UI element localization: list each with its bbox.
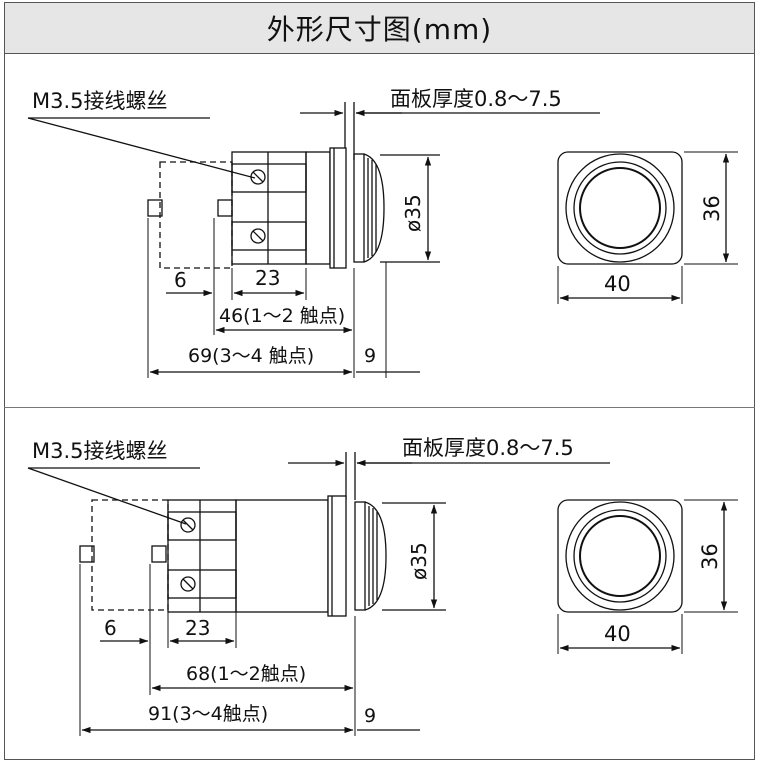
switch-side-view: [79, 495, 387, 617]
screw-head-top: [180, 517, 196, 533]
dim-height: 36: [700, 195, 724, 222]
panel-2: M3.5接线螺丝 面板厚度0.8～7.5: [27, 436, 738, 736]
dim-contacts-12: 46(1～2 触点): [219, 305, 345, 327]
title-text: 外形尺寸图(mm): [266, 13, 493, 46]
screw-label: M3.5接线螺丝: [32, 89, 168, 113]
dim-23: 23: [185, 616, 210, 640]
switch-front-view: [557, 151, 683, 265]
dim-contacts-34: 69(3～4 触点): [188, 345, 314, 367]
page-title: 外形尺寸图(mm): [4, 2, 755, 54]
screw-leader: [27, 117, 256, 179]
dim-diameter: ø35: [407, 542, 431, 580]
dim-6: 6: [174, 268, 187, 292]
screw-label: M3.5接线螺丝: [32, 439, 168, 463]
dim-height: 36: [698, 543, 722, 570]
dim-width: 40: [604, 272, 631, 296]
panel-1: M3.5接线螺丝 面板厚度0.8～7.5: [27, 87, 738, 378]
dim-9: 9: [364, 705, 376, 727]
panel-divider: [4, 407, 755, 408]
screw-head-bottom: [180, 576, 196, 592]
screw-head-top: [250, 169, 266, 185]
dim-6: 6: [104, 616, 117, 640]
dim-width: 40: [604, 622, 631, 646]
dim-contacts-12: 68(1～2触点): [186, 663, 306, 685]
panel-thickness-label: 面板厚度0.8～7.5: [390, 87, 562, 111]
dim-9: 9: [364, 345, 376, 367]
dim-23: 23: [255, 266, 280, 290]
switch-front-view: [557, 499, 683, 613]
switch-side-view: [147, 147, 385, 269]
dim-diameter: ø35: [401, 194, 425, 232]
dim-contacts-34: 91(3～4触点): [148, 703, 268, 725]
screw-leader: [27, 467, 187, 525]
panel-thickness-label: 面板厚度0.8～7.5: [402, 436, 574, 460]
screw-head-bottom: [250, 228, 266, 244]
